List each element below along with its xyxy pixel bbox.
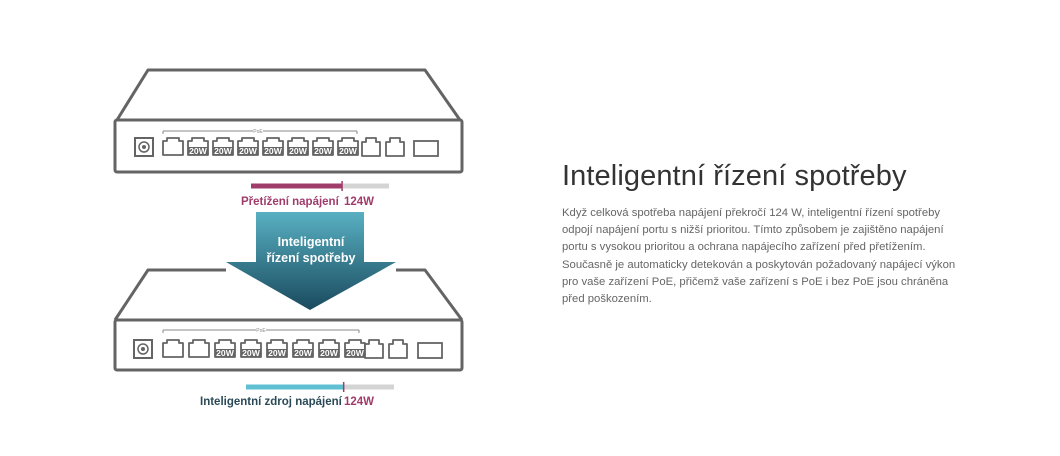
overload-value: 124W [344, 196, 374, 208]
overload-label: Přetížení napájení [241, 196, 340, 208]
poe-bracket-label: PoE [256, 328, 266, 334]
port-power-tag [213, 147, 233, 156]
port-power-tag [345, 349, 365, 358]
rj45-port: 20W [187, 137, 209, 156]
rj45-port: 20W [292, 339, 314, 358]
smart-power-value: 124W [344, 396, 374, 408]
power-bar-top [251, 181, 389, 191]
poe-bracket: PoE [162, 328, 360, 334]
port-wattage-label: 20W [239, 146, 258, 156]
rj45-port: 20W [237, 137, 259, 156]
feature-description: Když celková spotřeba napájení překročí … [562, 207, 956, 306]
feature-title: Inteligentní řízení spotřeby [562, 160, 907, 192]
rj45-port: 20W [240, 339, 262, 358]
poe-ports-bottom: 20W 20W 20W 20W 20W 20W [162, 339, 366, 358]
port-power-tag [188, 147, 208, 156]
rj45-port: 20W [318, 339, 340, 358]
rj45-port [162, 339, 184, 358]
port-wattage-label: 20W [189, 146, 208, 156]
rj45-port: 20W [212, 137, 234, 156]
port-wattage-label: 20W [264, 146, 283, 156]
rj45-port: 20W [287, 137, 309, 156]
power-bar-bottom [246, 382, 394, 392]
rj45-port: 20W [337, 137, 359, 156]
port-wattage-label: 20W [339, 146, 358, 156]
port-power-tag [288, 147, 308, 156]
port-power-tag [215, 349, 235, 358]
arrow-label-line2: řízení spotřeby [267, 251, 356, 265]
rj45-port [188, 339, 210, 358]
poe-bracket: PoE [162, 129, 358, 135]
port-wattage-label: 20W [242, 348, 261, 358]
rj45-port-outline [188, 339, 210, 358]
port-wattage-label: 20W [294, 348, 313, 358]
port-power-tag [238, 147, 258, 156]
switch-bottom: PoE 20W 20W 20W 20W 20W 20W [113, 268, 464, 372]
rj45-port: 20W [214, 339, 236, 358]
poe-bracket-label: PoE [253, 129, 263, 135]
port-wattage-label: 20W [268, 348, 287, 358]
port-wattage-label: 20W [320, 348, 339, 358]
rj45-port-outline [162, 339, 184, 358]
port-power-tag [293, 349, 313, 358]
rj45-port: 20W [266, 339, 288, 358]
port-wattage-label: 20W [314, 146, 333, 156]
switch-top: PoE 20W 20W 20W 20W 20W 20W 20W [113, 68, 464, 174]
arrow-label-line1: Inteligentní [278, 235, 345, 249]
smart-power-label: Inteligentní zdroj napájení [200, 396, 343, 408]
rj45-port: 20W [262, 137, 284, 156]
port-power-tag [313, 147, 333, 156]
port-wattage-label: 20W [216, 348, 235, 358]
port-wattage-label: 20W [289, 146, 308, 156]
rj45-port [162, 137, 184, 156]
port-power-tag [319, 349, 339, 358]
rj45-port: 20W [344, 339, 366, 358]
port-power-tag [267, 349, 287, 358]
uplink-ports-top [361, 137, 439, 157]
rj45-port: 20W [312, 137, 334, 156]
port-wattage-label: 20W [214, 146, 233, 156]
port-wattage-label: 20W [346, 348, 365, 358]
uplink-ports-bottom [364, 339, 443, 359]
port-power-tag [338, 147, 358, 156]
port-power-tag [241, 349, 261, 358]
port-power-tag [263, 147, 283, 156]
poe-ports-top: 20W 20W 20W 20W 20W 20W 20W [162, 137, 359, 156]
power-jack [133, 339, 153, 359]
power-management-diagram: PoE 20W 20W 20W 20W 20W 20W 20W Přetížení napá… [0, 0, 520, 456]
power-jack [134, 137, 154, 157]
rj45-port-outline [162, 137, 184, 156]
down-arrow: Inteligentní řízení spotřeby [226, 212, 396, 310]
